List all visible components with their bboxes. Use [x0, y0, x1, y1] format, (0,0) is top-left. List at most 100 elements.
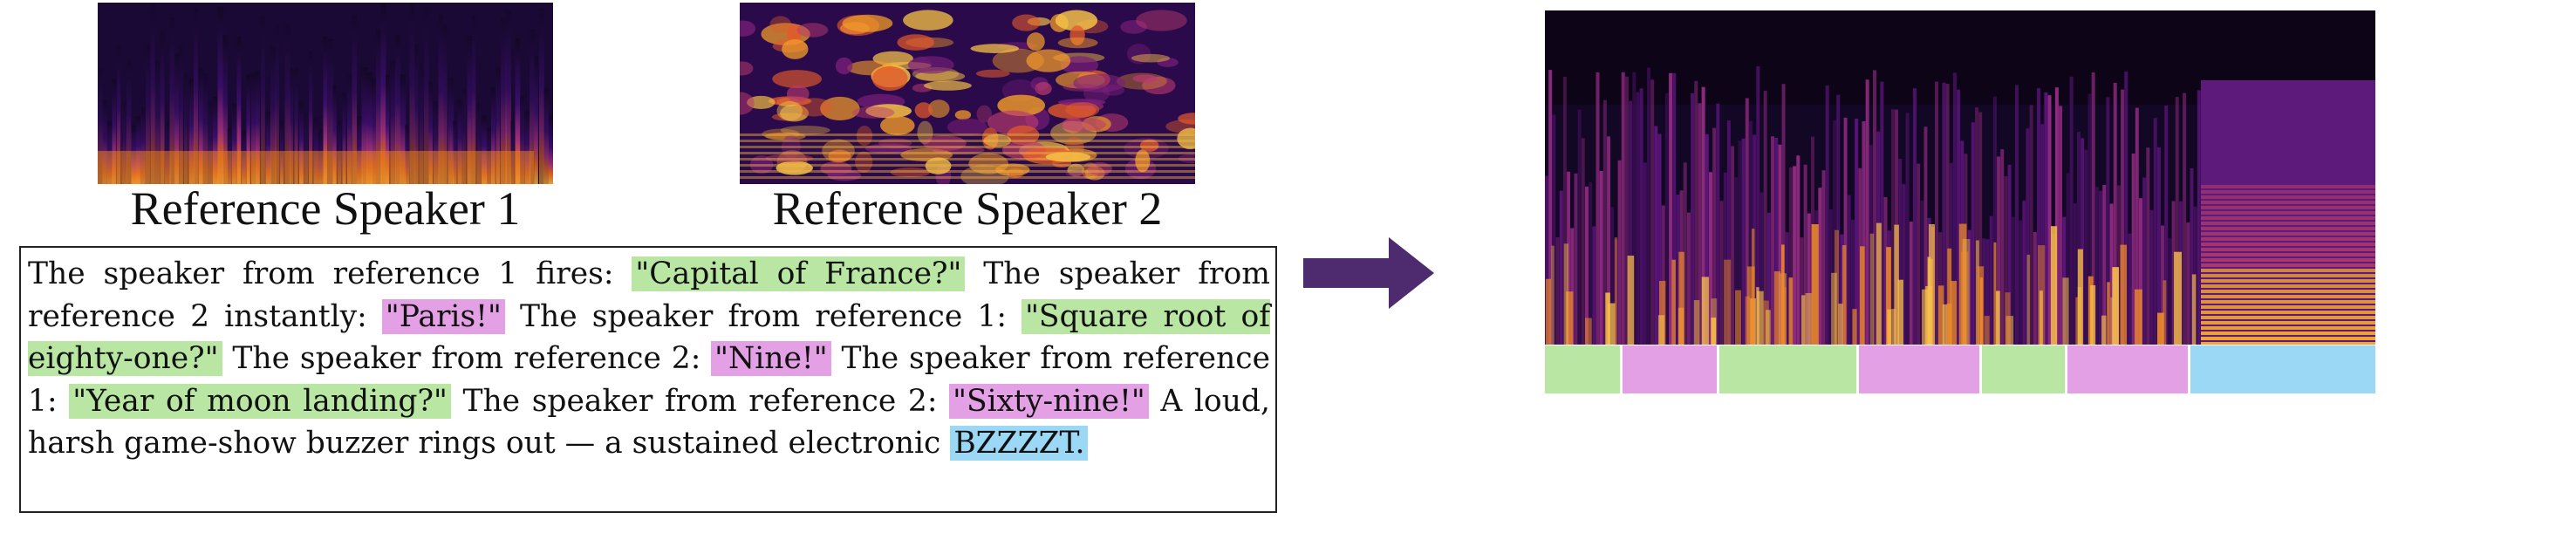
spectrogram-texture [1780, 244, 1785, 345]
spectrogram-texture [2201, 311, 2375, 314]
spectrogram-texture [2201, 237, 2375, 241]
spectrogram-texture [534, 56, 538, 184]
spectrogram-texture [1821, 170, 1826, 345]
timeline-segment-speaker1 [1981, 345, 2067, 393]
spectrogram-1-svg [98, 3, 553, 184]
spectrogram-texture [1958, 223, 1967, 345]
spectrogram-texture [740, 164, 1195, 167]
spectrogram-texture [467, 36, 472, 184]
spectrogram-texture [1905, 113, 1910, 345]
spectrogram-texture [275, 24, 280, 184]
spectrogram-texture [140, 107, 146, 184]
spectrogram-texture [246, 74, 250, 184]
spectrogram-texture [1883, 196, 1888, 345]
spectrogram-texture [1852, 309, 1857, 345]
spectrogram-texture [549, 115, 553, 184]
spectrogram-texture [1781, 84, 1786, 345]
spectrogram-texture [871, 66, 908, 92]
timeline-segment-speaker2 [1858, 345, 1982, 393]
spectrogram-texture [1741, 138, 1746, 345]
spectrogram-texture [922, 135, 967, 152]
spectrogram-texture [2201, 290, 2375, 293]
spectrogram-texture [1607, 136, 1611, 345]
spectrogram-texture [740, 146, 1195, 148]
spectrogram-texture [2164, 105, 2169, 345]
spectrogram-texture [1545, 278, 1551, 345]
spectrogram-texture [1923, 126, 1928, 345]
spectrogram-texture [856, 125, 873, 147]
spectrogram-texture [299, 101, 304, 184]
spectrogram-texture [835, 57, 853, 75]
spectrogram-texture [1909, 222, 1913, 345]
spectrogram-texture [2197, 90, 2201, 345]
spectrogram-texture [1825, 85, 1829, 345]
spectrogram-texture [217, 6, 224, 184]
spectrogram-texture [1577, 109, 1582, 345]
spectrogram-texture [169, 17, 174, 184]
spectrogram-texture [1766, 310, 1771, 345]
spectrogram-texture [284, 24, 291, 184]
spectrogram-texture [1928, 223, 1936, 345]
spectrogram-texture [1855, 118, 1859, 345]
spectrogram-texture [2142, 177, 2147, 345]
spectrogram-texture [864, 143, 912, 154]
spectrogram-texture [2135, 289, 2142, 345]
spectrogram-texture [1643, 162, 1647, 345]
spectrogram-texture [1610, 207, 1615, 345]
spectrogram-texture [476, 102, 482, 184]
spectrogram-texture [304, 113, 308, 184]
spectrogram-texture [2026, 255, 2031, 345]
spectrogram-texture [1676, 195, 1680, 345]
spectrogram-texture [2201, 195, 2375, 199]
spectrogram-texture [2201, 300, 2375, 304]
spectrogram-texture [795, 98, 833, 117]
spectrogram-texture [409, 3, 415, 184]
spectrogram-texture [1971, 122, 1975, 345]
spectrogram-texture [270, 46, 277, 184]
spectrogram-texture [2201, 337, 2375, 340]
spectrogram-texture [924, 80, 972, 91]
spectrogram-texture [1734, 177, 1739, 345]
spectrogram-texture [740, 152, 1195, 154]
spectrogram-texture [1178, 113, 1195, 125]
spectrogram-texture [1614, 237, 1618, 345]
spectrogram-texture [1800, 237, 1804, 345]
spectrogram-texture [1869, 233, 1875, 345]
spectrogram-texture [2066, 173, 2070, 345]
spectrogram-texture [1007, 125, 1040, 146]
spectrogram-texture [1664, 92, 1669, 345]
spectrogram-texture [2004, 175, 2008, 345]
spectrogram-texture [2005, 316, 2014, 345]
spectrogram-texture [1592, 226, 1596, 345]
spectrogram-texture [1865, 79, 1869, 345]
spectrogram-texture [954, 110, 972, 120]
spectrogram-texture [2014, 85, 2019, 345]
spectrogram-texture [1650, 79, 1655, 345]
spectrogram-texture [769, 16, 791, 33]
spectrogram-texture [765, 154, 814, 163]
spectrogram-texture [2062, 277, 2069, 345]
spectrogram-texture [1886, 247, 1891, 345]
spectrogram-texture [150, 4, 155, 184]
spectrogram-texture [1967, 229, 1971, 345]
spectrogram-texture [251, 72, 257, 184]
timeline-segment-speaker2 [2067, 345, 2190, 393]
spectrogram-texture [102, 99, 107, 184]
spectrogram-texture [890, 167, 931, 178]
spectrogram-texture [1012, 14, 1041, 31]
spectrogram-texture [2076, 132, 2081, 345]
spectrogram-texture [1925, 285, 1932, 345]
spectrogram-texture [443, 24, 448, 184]
spectrogram-texture [1126, 44, 1151, 65]
spectrogram-texture [505, 9, 511, 184]
spectrogram-texture [855, 151, 873, 174]
spectrogram-texture [740, 133, 1195, 136]
spectrogram-texture [2116, 185, 2121, 345]
spectrogram-texture [749, 155, 774, 174]
spectrogram-texture [1584, 186, 1589, 345]
spectrogram-texture [2163, 280, 2167, 345]
spectrogram-texture [1921, 289, 1929, 345]
spectrogram-texture [2112, 267, 2119, 345]
spectrogram-texture [2175, 96, 2179, 345]
spectrogram-texture [1632, 72, 1636, 345]
